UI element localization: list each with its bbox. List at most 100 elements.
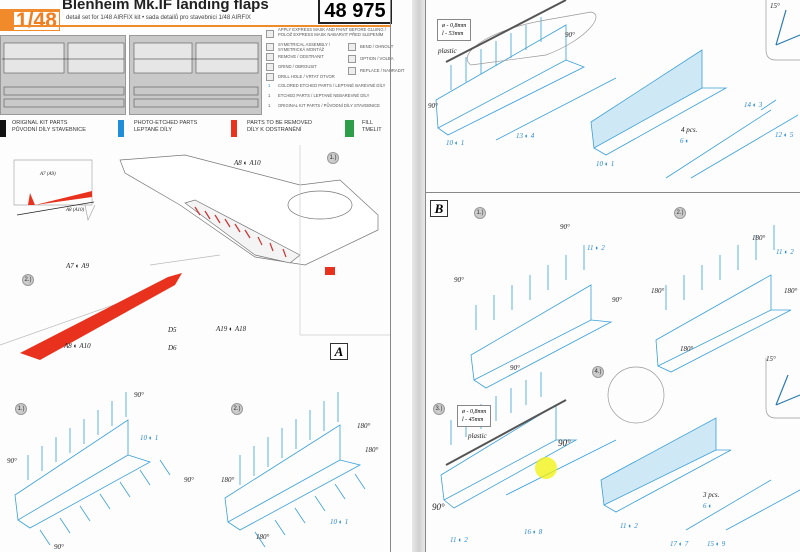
legend-text: COLORED ETCHED PARTS / LEPTANÉ BAREVNÉ D… bbox=[278, 83, 386, 88]
right-drawings bbox=[435, 0, 800, 531]
page-gutter bbox=[412, 0, 426, 552]
part-label: 14 ◐ 3 bbox=[744, 101, 763, 109]
part-label: D5 bbox=[168, 326, 177, 334]
legend-line1: ORIGINAL KIT PARTS bbox=[12, 120, 68, 126]
part-label: 11 ◐ 2 bbox=[776, 248, 794, 256]
rod-length: l - 53mm bbox=[442, 31, 464, 37]
part-label: A19 ◐ A18 bbox=[216, 325, 247, 333]
angle-label: 90° bbox=[184, 476, 194, 484]
angle-label: 180° bbox=[221, 476, 235, 484]
part-label: 11 ◐ 2 bbox=[587, 244, 605, 252]
angle-label: 180° bbox=[365, 446, 379, 454]
angle-label: 90° bbox=[612, 296, 622, 304]
black-swatch bbox=[0, 120, 6, 137]
angle-label: 90° bbox=[565, 31, 575, 39]
part-label: 6 ◐ bbox=[703, 502, 713, 510]
bend-icon bbox=[348, 43, 356, 51]
part-label: 17 ◐ 7 bbox=[670, 540, 689, 548]
part-label: A8 ◐ A10 bbox=[64, 342, 91, 350]
legend-text: OPTION / VOLBA bbox=[360, 56, 394, 61]
legend-text: REPLACE / NAHRADIT bbox=[360, 68, 405, 73]
subtitle: detail set for 1/48 AIRFIX kit • sada de… bbox=[66, 15, 251, 21]
angle-label: 180° bbox=[784, 287, 798, 295]
part-label: 11 ◐ 2 bbox=[620, 522, 638, 530]
step-badge: 3.) bbox=[433, 403, 445, 415]
step-badge: 1.) bbox=[474, 207, 486, 219]
legend-line1: FILL bbox=[362, 120, 374, 126]
rod-spec: ø - 0,8mm l - 53mm bbox=[437, 19, 472, 41]
legend-text: ETCHED PARTS / LEPTANÉ NEBAREVNÉ DÍLY bbox=[278, 93, 370, 98]
frame-divider bbox=[425, 192, 800, 193]
step-badge: 1.) bbox=[327, 152, 339, 164]
part-label: 10 ◐ 1 bbox=[330, 518, 349, 526]
part-label: 6 ◐ bbox=[680, 137, 690, 145]
page-border bbox=[390, 0, 391, 552]
angle-label: 90° bbox=[432, 502, 445, 512]
part-label: 11 ◐ 2 bbox=[450, 536, 468, 544]
legend-text: DRILL HOLE / VRTAT OTVOR bbox=[278, 74, 335, 79]
rod-spec: ø - 0,8mm l - 45mm bbox=[457, 405, 492, 427]
legend-text: REMOVE / ODSTRANIT bbox=[278, 54, 324, 59]
rod-length: l - 45mm bbox=[462, 417, 484, 423]
fret-drawing bbox=[2, 42, 259, 108]
material-label: plastic bbox=[438, 47, 457, 55]
legend-line2: TMELIT bbox=[362, 127, 382, 133]
scale-text: 1/48 bbox=[14, 9, 59, 32]
lower-left-drawing bbox=[14, 392, 366, 548]
part-label: 10 ◐ 1 bbox=[446, 139, 465, 147]
symmetry-icon bbox=[266, 43, 274, 51]
angle-label: 90° bbox=[560, 223, 570, 231]
rod-diameter: ø - 0,8mm bbox=[442, 23, 467, 29]
icon-legend: APPLY EXPRESS MASK AND PAINT BEFORE GLUI… bbox=[264, 27, 404, 116]
part-label: 16 ◐ 8 bbox=[524, 528, 543, 536]
step-badge: 2.) bbox=[231, 403, 243, 415]
rod-diameter: ø - 0,8mm bbox=[462, 409, 487, 415]
callout-label: A8 (A10) bbox=[66, 208, 85, 213]
part-label: 15 ◐ 9 bbox=[707, 540, 726, 548]
etched-icon: 1 bbox=[268, 93, 271, 98]
frame-border bbox=[425, 0, 426, 552]
part-label: 10 ◐ 1 bbox=[140, 434, 159, 442]
mask-icon bbox=[266, 30, 274, 38]
grind-icon bbox=[266, 63, 274, 71]
angle-label: 180° bbox=[651, 287, 665, 295]
page-title: Blenheim Mk.IF landing flaps bbox=[62, 0, 269, 13]
angle-label: 180° bbox=[357, 422, 371, 430]
blue-swatch bbox=[118, 120, 124, 137]
option-icon bbox=[348, 55, 356, 63]
colored-etched-icon: 1 bbox=[268, 83, 271, 88]
legend-line1: PHOTO-ETCHED PARTS bbox=[134, 120, 198, 126]
material-label: plastic bbox=[468, 432, 487, 440]
angle-label: 15° bbox=[766, 355, 776, 363]
section-label: B bbox=[430, 200, 448, 217]
part-label: 12 ◐ 5 bbox=[775, 131, 794, 139]
angle-label: 180° bbox=[752, 234, 766, 242]
angle-label: 90° bbox=[558, 438, 571, 448]
step-badge: 1.) bbox=[15, 403, 27, 415]
part-label: A7 ◐ A9 bbox=[66, 262, 90, 270]
angle-label: 90° bbox=[454, 276, 464, 284]
section-label: A bbox=[330, 343, 348, 360]
drill-icon bbox=[266, 73, 274, 81]
remove-icon bbox=[266, 53, 274, 61]
part-label: 10 ◐ 1 bbox=[596, 160, 615, 168]
replace-icon bbox=[348, 67, 356, 75]
red-swatch bbox=[231, 120, 237, 137]
angle-label: 90° bbox=[7, 457, 17, 465]
right-page bbox=[426, 0, 800, 552]
legend-text: APPLY EXPRESS MASK AND PAINT BEFORE GLUI… bbox=[278, 27, 386, 37]
callout-label: A7 (A9) bbox=[40, 172, 56, 177]
header-rule bbox=[0, 25, 390, 27]
part-label: 13 ◐ 4 bbox=[516, 132, 535, 140]
legend-line1: PARTS TO BE REMOVED bbox=[247, 120, 312, 126]
legend-line2: PŮVODNÍ DÍLY STAVEBNICE bbox=[12, 127, 86, 133]
angle-label: 15° bbox=[770, 2, 780, 10]
legend-line2: DÍLY K ODSTRANĚNÍ bbox=[247, 127, 302, 133]
green-swatch bbox=[345, 120, 354, 137]
scale-badge: 1/48 bbox=[0, 9, 60, 31]
pieces-label: 3 pcs. bbox=[703, 491, 720, 499]
part-label: A8 ◐ A10 bbox=[234, 159, 261, 167]
